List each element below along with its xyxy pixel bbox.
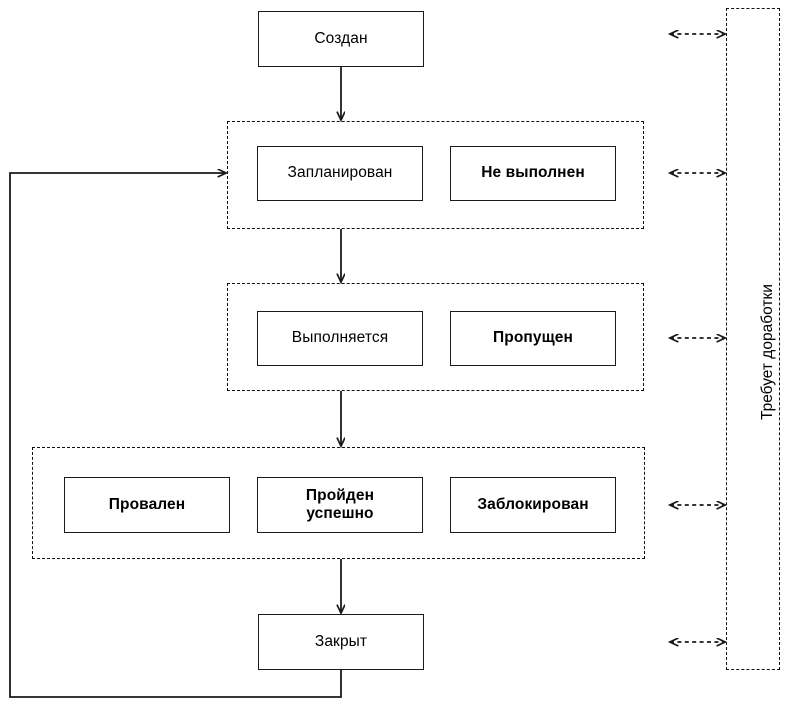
node-passed[interactable]: Пройден успешно [257, 477, 423, 533]
node-in-progress[interactable]: Выполняется [257, 311, 423, 366]
node-planned[interactable]: Запланирован [257, 146, 423, 201]
node-planned-label: Запланирован [287, 164, 393, 182]
node-skipped-label: Пропущен [493, 329, 573, 347]
node-not-executed-label: Не выполнен [481, 164, 585, 182]
node-closed-label: Закрыт [314, 632, 368, 650]
node-failed[interactable]: Провален [64, 477, 230, 533]
node-created[interactable]: Создан [258, 11, 424, 67]
node-failed-label: Провален [108, 495, 186, 513]
node-closed[interactable]: Закрыт [258, 614, 424, 670]
node-created-label: Создан [314, 29, 368, 47]
node-blocked-label: Заблокирован [477, 495, 589, 513]
node-blocked[interactable]: Заблокирован [450, 477, 616, 533]
node-passed-label: Пройден успешно [305, 486, 375, 522]
node-skipped[interactable]: Пропущен [450, 311, 616, 366]
rework-panel-label: Требует доработки [759, 284, 776, 420]
node-in-progress-label: Выполняется [291, 329, 389, 347]
node-not-executed[interactable]: Не выполнен [450, 146, 616, 201]
